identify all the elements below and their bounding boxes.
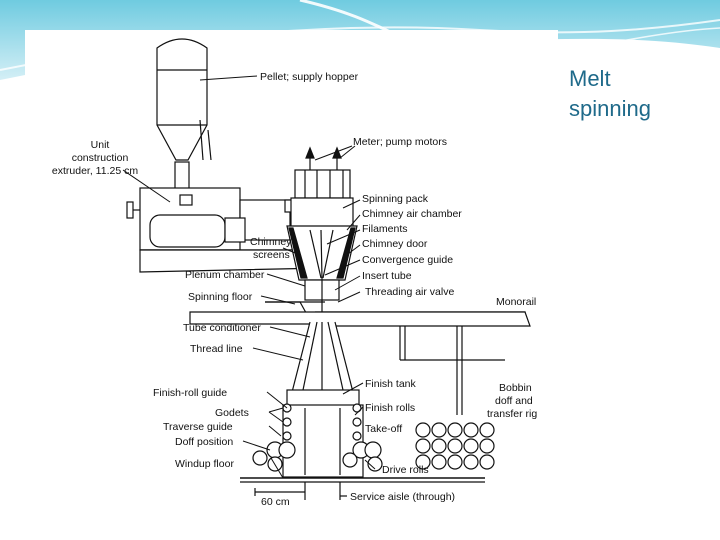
pellet-hopper	[156, 38, 212, 161]
label-pellet-hopper: Pellet; supply hopper	[260, 71, 359, 83]
spinning-chimney	[286, 197, 358, 315]
label-threading-air-valve: Threading air valve	[365, 286, 454, 298]
extruder	[126, 161, 326, 273]
label-monorail: Monorail	[496, 296, 536, 308]
diagram-canvas: Pellet; supply hopper Unit construction …	[52, 38, 537, 508]
label-drive-rolls: Drive rolls	[382, 464, 429, 476]
label-chimney-air-chamber: Chimney air chamber	[362, 208, 462, 220]
monorail	[315, 311, 531, 415]
label-godets: Godets	[215, 407, 249, 419]
bobbin-rig	[415, 422, 495, 470]
label-doff-position: Doff position	[175, 436, 233, 448]
leader-lines	[122, 75, 376, 479]
label-finish-rolls: Finish rolls	[365, 402, 415, 414]
melt-spinning-diagram: Pellet; supply hopper Unit construction …	[25, 30, 558, 536]
label-plenum-chamber: Plenum chamber	[185, 269, 265, 281]
pump-motors	[294, 146, 351, 199]
label-take-off: Take-off	[365, 423, 402, 435]
dimension-lines	[254, 488, 347, 497]
windup-floor	[240, 477, 485, 500]
godets-right	[342, 403, 383, 472]
label-thread-line: Thread line	[190, 343, 243, 355]
label-dimension: 60 cm	[261, 496, 290, 508]
label-bobbin-line2: doff and	[495, 395, 533, 407]
label-spinning-pack: Spinning pack	[362, 193, 429, 205]
label-spinning-floor: Spinning floor	[188, 291, 253, 303]
slide-title: Melt spinning	[569, 66, 651, 121]
label-finish-tank: Finish tank	[365, 378, 417, 390]
label-unit-extruder-line3: extruder, 11.25 cm	[52, 165, 138, 177]
label-traverse-guide: Traverse guide	[163, 421, 233, 433]
label-unit-extruder-line1: Unit	[91, 139, 110, 151]
label-meter-pump-motors: Meter; pump motors	[353, 136, 447, 148]
label-chimney-door: Chimney door	[362, 238, 428, 250]
label-bobbin-line3: transfer rig	[487, 408, 537, 420]
label-chimney-screens-line1: Chimney	[250, 236, 292, 248]
label-chimney-screens-line2: screens	[253, 249, 290, 261]
label-filaments: Filaments	[362, 223, 408, 235]
diagram-labels: Pellet; supply hopper Unit construction …	[52, 71, 537, 508]
label-unit-extruder-line2: construction	[72, 152, 129, 164]
label-windup-floor: Windup floor	[175, 458, 234, 470]
label-tube-conditioner: Tube conditioner	[183, 322, 261, 334]
label-convergence-guide: Convergence guide	[362, 254, 453, 266]
thread-tube	[282, 321, 364, 478]
label-finish-roll-guide: Finish-roll guide	[153, 387, 227, 399]
label-insert-tube: Insert tube	[362, 270, 412, 282]
label-service-aisle: Service aisle (through)	[350, 491, 455, 503]
label-bobbin-line1: Bobbin	[499, 382, 532, 394]
godets-left	[252, 403, 296, 472]
